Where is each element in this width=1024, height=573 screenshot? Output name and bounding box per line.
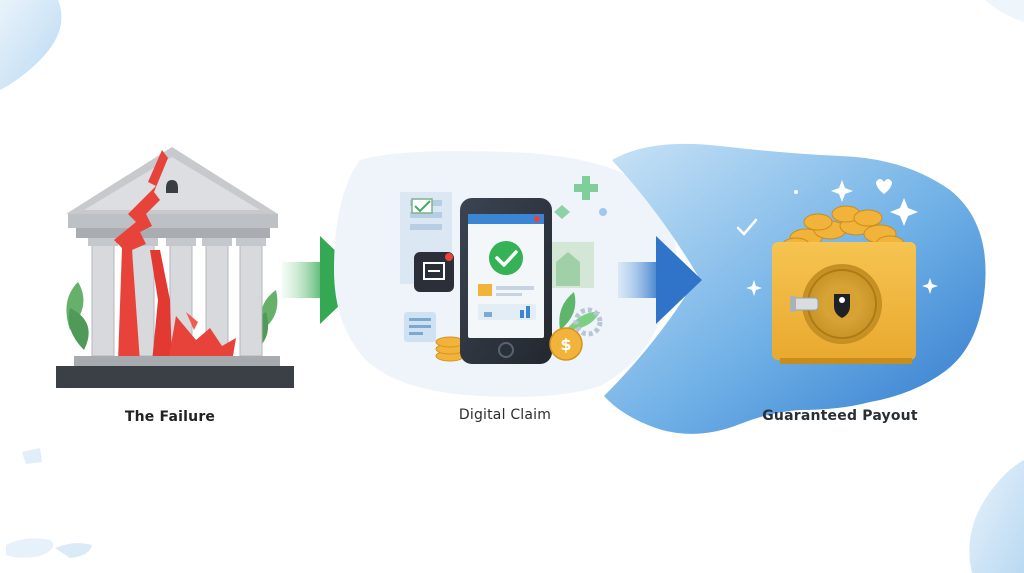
corner-chip-left: [22, 448, 42, 464]
corner-wave-bottom-right: [969, 460, 1024, 573]
step-label-failure: The Failure: [124, 409, 216, 425]
step-label-payout: Guaranteed Payout: [762, 408, 918, 424]
cracked-bank-icon: [56, 147, 294, 388]
arrow-right-icon: [618, 236, 702, 324]
corner-blob-bottom-left: [6, 538, 54, 558]
step-label-claim: Digital Claim: [458, 407, 552, 423]
gold-safe-icon: [736, 179, 938, 364]
corner-blob-bottom-left-2: [55, 543, 92, 558]
smartphone-check-icon: $: [334, 151, 676, 397]
svg-text:$: $: [560, 335, 571, 354]
corner-wave-top-right: [985, 0, 1024, 22]
corner-wave-top-left: [0, 0, 62, 90]
